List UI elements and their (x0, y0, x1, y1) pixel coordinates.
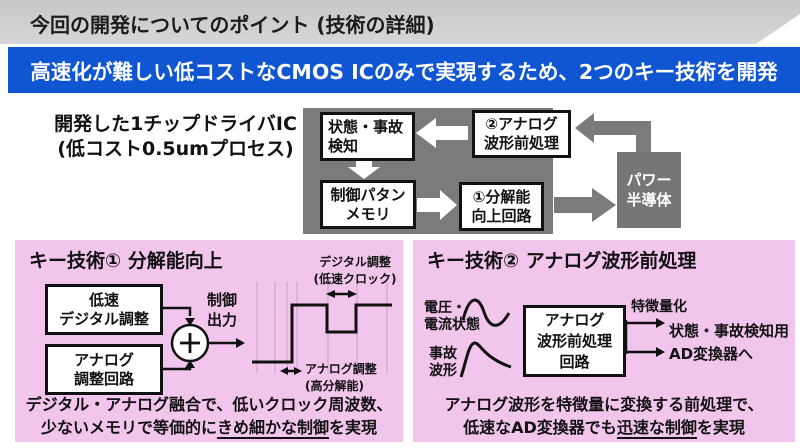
arrowhead-feature-top-icon (656, 318, 665, 328)
low-speed-digital-adjust-box: 低速 デジタル調整 (45, 284, 163, 335)
arrow-power-feedback-icon (575, 113, 651, 143)
caption-text: 少ないメモリで等価的に (40, 418, 217, 437)
caption-underlined-text: きめ細かな制御 (216, 418, 329, 439)
analog-step-span-arrow-icon (280, 367, 302, 375)
control-output-label: 制御 出力 (207, 291, 238, 329)
block-status-fault-detect: 状態・事故 検知 (320, 112, 415, 161)
slide-title: 今回の開発についてのポイント (技術の詳細) (30, 13, 435, 37)
arrowhead-control-output-icon (236, 338, 245, 348)
voltage-current-state-label: 電圧・ 電流状態 (424, 300, 480, 333)
square-wave-icon (252, 303, 392, 364)
arrow-chip-to-power-icon (554, 188, 616, 222)
caption-text: を実現 (329, 418, 378, 437)
block-analog-preprocess: ②アナログ 波形前処理 (472, 110, 571, 158)
key-tech-1-caption: デジタル・アナログ融合で、低いクロック周波数、 少ないメモリで等価的にきめ細かな… (15, 393, 403, 439)
panel-key-tech-2: キー技術② アナログ波形前処理 電圧・ 電流状態 事故 波形 アナログ 波形前処… (413, 240, 795, 442)
analog-adjust-wave-label: アナログ調整 (高分解能) (305, 362, 377, 393)
fault-waveform-label: 事故 波形 (429, 346, 457, 379)
caption-underlined-text: 迅速な制御 (616, 418, 697, 439)
analog-waveform-preprocess-circuit-box: アナログ 波形前処理 回路 (523, 305, 626, 377)
arrow-power-feedback-shaft (636, 121, 651, 153)
key-tech-2-caption-line2: 低速なAD変換器でも迅速な制御を実現 (413, 416, 795, 439)
caption-text: 低速なAD変換器でも (463, 418, 617, 437)
block-control-pattern-memory: 制御パタン メモリ (320, 180, 416, 229)
plus-icon (180, 333, 200, 353)
key-tech-1-caption-line1: デジタル・アナログ融合で、低いクロック周波数、 (25, 395, 393, 414)
digital-step-span-arrow-icon (326, 290, 357, 298)
banner-text: 高速化が難しい低コストなCMOS ICのみで実現するため、2つのキー技術を開発 (30, 60, 778, 84)
arrowhead-digital-into-sum-icon (185, 318, 195, 326)
featurization-label: 特徴量化 (631, 299, 687, 315)
header-corner-notch (756, 14, 800, 44)
panel-key-tech-1: キー技術① 分解能向上 低速 デジタル調整 アナログ 調整回路 制御 出力 デジ… (15, 240, 403, 442)
digital-adjust-wave-label: デジタル調整 (低速クロック) (313, 255, 397, 286)
clock-gridlines-icon (256, 282, 388, 373)
ad-converter-destination-label: 状態・事故検知用 AD変換器へ (669, 322, 790, 363)
key-tech-1-caption-line2: 少ないメモリで等価的にきめ細かな制御を実現 (15, 416, 403, 439)
power-semiconductor-box: パワー 半導体 (617, 152, 681, 228)
sum-junction-icon (170, 323, 210, 363)
arrowhead-analog-into-sum-icon (185, 360, 195, 368)
header-bar (0, 0, 800, 44)
output-branch-lines (624, 320, 656, 354)
key-tech-2-title: キー技術② アナログ波形前処理 (427, 250, 697, 272)
block-resolution-boost: ①分解能 向上回路 (459, 182, 544, 231)
arrowhead-feature-bottom-icon (656, 347, 665, 357)
fault-spike-wave-icon (459, 341, 512, 378)
caption-text: を実現 (696, 418, 745, 437)
key-message-banner: 高速化が難しい低コストなCMOS ICのみで実現するため、2つのキー技術を開発 (8, 47, 800, 93)
key-tech-1-title: キー技術① 分解能向上 (29, 250, 223, 272)
analog-adjust-circuit-box: アナログ 調整回路 (45, 344, 163, 395)
key-tech-2-caption-line1: アナログ波形を特徴量に変換する前処理で、 (444, 395, 764, 414)
chip-caption: 開発した1チップドライバIC (低コスト0.5umプロセス) (54, 113, 297, 160)
key-tech-2-caption: アナログ波形を特徴量に変換する前処理で、 低速なAD変換器でも迅速な制御を実現 (413, 393, 795, 439)
